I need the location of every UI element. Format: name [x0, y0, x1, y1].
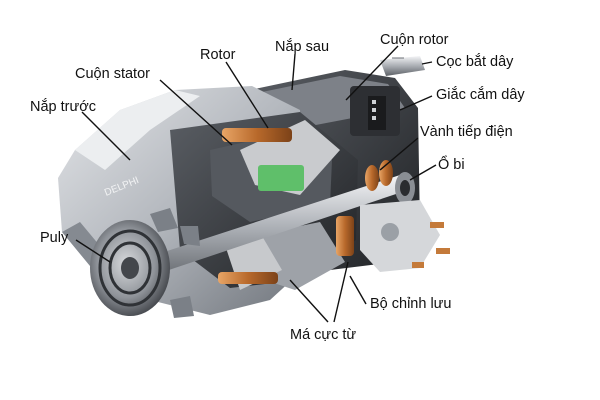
label-bo-chinh-luu: Bộ chỉnh lưu	[370, 296, 452, 312]
leader-bo-chinh-luu	[349, 275, 367, 305]
leader-lines	[75, 45, 437, 323]
label-giac-cam-day: Giắc cắm dây	[436, 87, 525, 103]
terminal-post-shape	[380, 56, 425, 76]
rotor-winding-shape	[258, 165, 304, 191]
label-nap-truoc: Nắp trước	[30, 99, 96, 115]
label-cuon-rotor: Cuộn rotor	[380, 32, 449, 48]
leader-o-bi	[409, 164, 437, 181]
leader-nap-truoc	[81, 111, 131, 161]
label-cuon-stator: Cuộn stator	[75, 66, 150, 82]
label-coc-bat-day: Cọc bắt dây	[436, 54, 514, 70]
bearing-shape	[395, 172, 415, 204]
label-o-bi: Ổ bi	[438, 157, 465, 173]
stator-winding-shape	[218, 128, 354, 284]
leader-giac-cam-day	[399, 95, 433, 111]
label-ma-cuc-tu: Má cực từ	[290, 327, 357, 343]
label-nap-sau: Nắp sau	[275, 39, 330, 55]
leader-cuon-stator	[159, 79, 233, 146]
leader-puly	[75, 239, 111, 263]
rectifier-shape	[360, 200, 450, 272]
label-puly: Puly	[40, 230, 69, 246]
pulley-shape	[90, 220, 170, 316]
leader-coc-bat-day	[421, 61, 433, 65]
leader-cuon-rotor	[345, 45, 399, 101]
leader-ma-cuc-tu-2	[333, 261, 349, 323]
leader-vanh-tiep-dien	[379, 137, 419, 171]
slip-rings-shape	[365, 160, 393, 191]
label-vanh-tiep-dien: Vành tiếp điện	[420, 124, 513, 140]
leader-nap-sau	[291, 53, 296, 91]
label-rotor: Rotor	[200, 47, 236, 63]
shaft-shape	[115, 175, 408, 285]
connector-shape	[350, 86, 400, 136]
leader-ma-cuc-tu-1	[289, 279, 329, 323]
fan-blades-shape	[150, 208, 200, 318]
leader-rotor	[225, 61, 269, 129]
